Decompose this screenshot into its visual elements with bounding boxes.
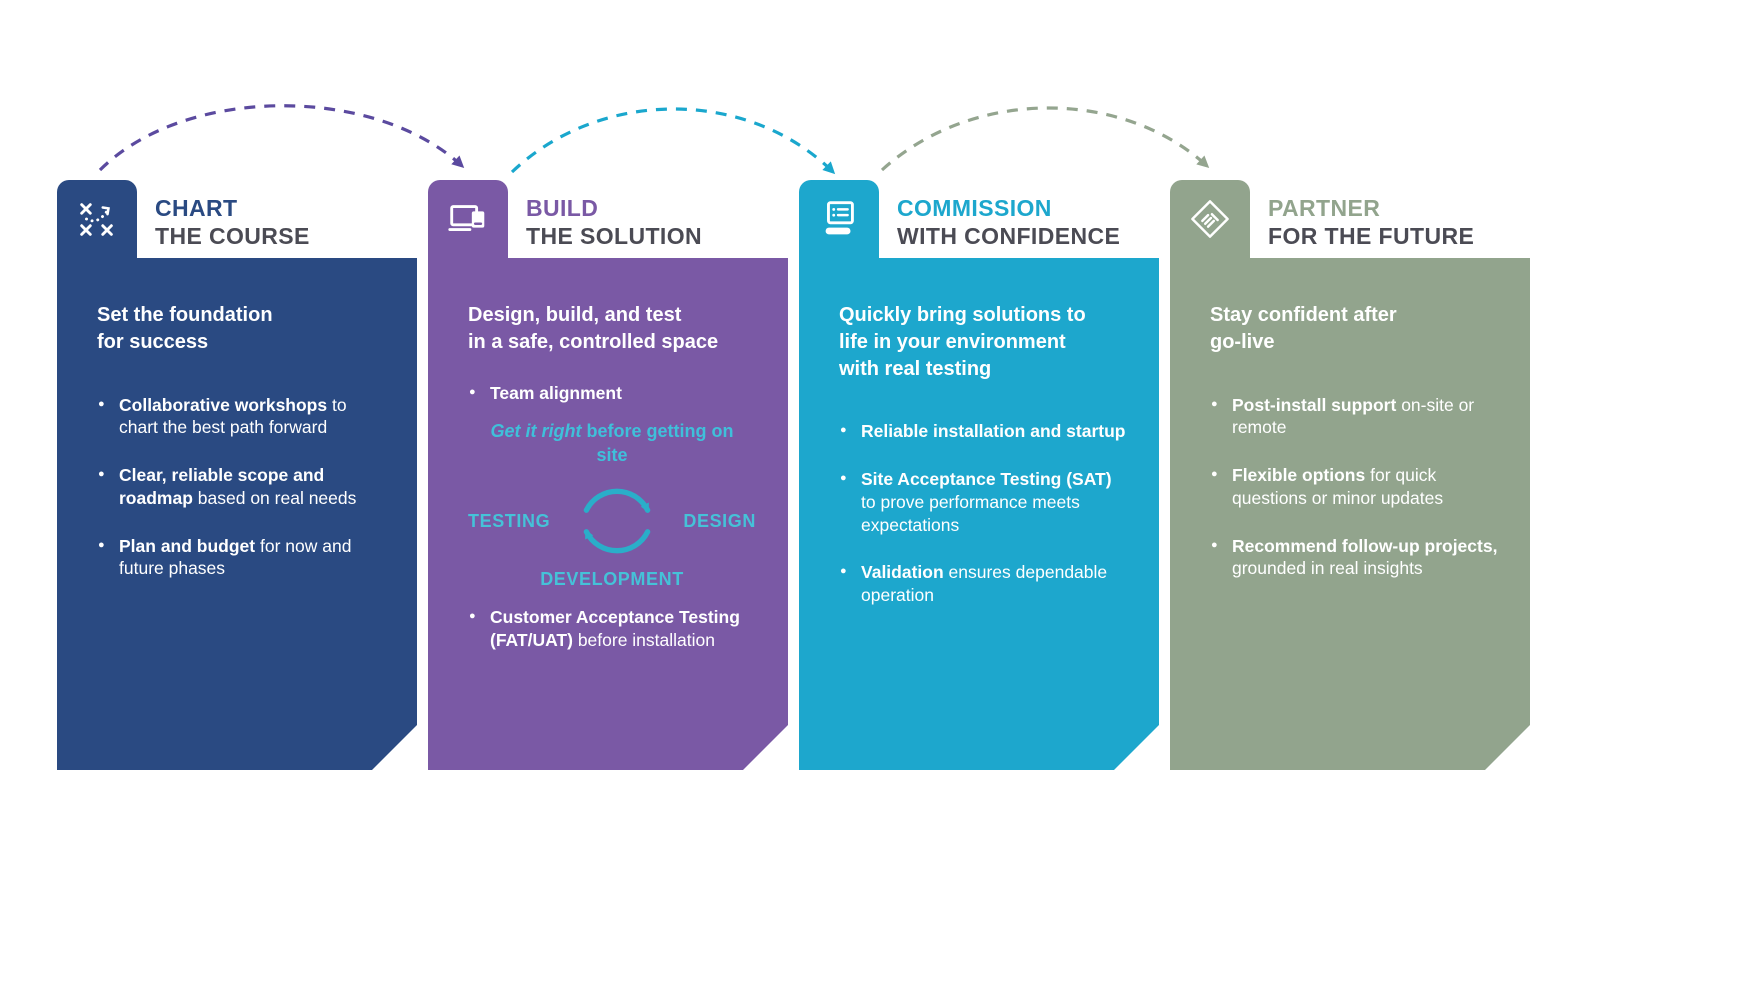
connector-arcs bbox=[98, 104, 1210, 175]
phase-heading: Design, build, and test in a safe, contr… bbox=[468, 302, 756, 356]
heading-line: with real testing bbox=[839, 357, 992, 380]
cycle-label-testing: TESTING bbox=[468, 510, 551, 531]
phase-title-line2: FOR THE FUTURE bbox=[1268, 223, 1475, 250]
bullet-item: Clear, reliable scope and roadmap based … bbox=[97, 464, 385, 510]
cycle-label-development: DEVELOPMENT bbox=[540, 569, 684, 590]
arc-build-to-commission bbox=[510, 107, 836, 175]
phase-heading: Set the foundation for success bbox=[97, 302, 385, 356]
bullet-bold: Customer Acceptance Testing (FAT/UAT) bbox=[490, 607, 740, 650]
bullet-bold: Plan and budget bbox=[119, 535, 256, 556]
cycle-label-design: DESIGN bbox=[683, 510, 756, 531]
commission-icon bbox=[825, 201, 854, 235]
bullet-bold: Recommend follow-up projects, bbox=[1232, 535, 1498, 556]
phase-card-chart-the-course: CHART THE COURSE Set the foundation for … bbox=[57, 180, 417, 770]
bullet-bold: Clear, reliable scope and roadmap bbox=[119, 465, 325, 508]
phase-card-partner-for-the-future: PARTNER FOR THE FUTURE Stay confident af… bbox=[1170, 180, 1530, 770]
phase-body-commission: Quickly bring solutions to life in your … bbox=[799, 258, 1159, 770]
phase-title-line1: COMMISSION bbox=[897, 195, 1052, 221]
bullet-rest: on-site or remote bbox=[1232, 394, 1475, 438]
phase-title-build: BUILD THE SOLUTION bbox=[526, 194, 702, 250]
bullet-item: Site Acceptance Testing (SAT) to prove p… bbox=[839, 468, 1127, 536]
heading-line: Design, build, and test bbox=[468, 304, 682, 326]
bullet-bold: Validation bbox=[861, 562, 944, 583]
heading-line: Stay confident after bbox=[1210, 304, 1397, 326]
bullet-rest: grounded in real insights bbox=[1232, 558, 1423, 579]
phase-body-chart: Set the foundation for success Collabora… bbox=[57, 258, 417, 770]
phase-title-line2: THE SOLUTION bbox=[526, 223, 703, 250]
phase-title-commission: COMMISSION WITH CONFIDENCE bbox=[897, 194, 1120, 250]
callout-rest: before getting on site bbox=[586, 421, 734, 465]
arc-chart-to-build bbox=[98, 104, 465, 172]
bullet-bold: Collaborative workshops bbox=[119, 394, 328, 415]
phase-tab-partner bbox=[1170, 180, 1250, 258]
bullet-item: Team alignment bbox=[468, 382, 756, 405]
heading-line: in a safe, controlled space bbox=[468, 330, 719, 353]
heading-line: Quickly bring solutions to bbox=[839, 304, 1086, 326]
bullet-rest: for quick questions or minor updates bbox=[1232, 465, 1444, 508]
phase-title-line1: PARTNER bbox=[1268, 195, 1381, 221]
bullet-rest: ensures dependable operation bbox=[861, 562, 1108, 606]
phase-title-line2: THE COURSE bbox=[155, 223, 310, 250]
heading-line: for success bbox=[97, 330, 209, 353]
build-icon bbox=[448, 205, 485, 231]
bullet-bold: Site Acceptance Testing (SAT) bbox=[861, 469, 1112, 490]
bullet-rest: based on real needs bbox=[197, 487, 357, 508]
cycle-arrows-icon bbox=[563, 469, 671, 573]
phase-title-chart: CHART THE COURSE bbox=[155, 194, 310, 250]
bullet-bold: Flexible options bbox=[1232, 465, 1366, 486]
phase-card-build-the-solution: BUILD THE SOLUTION Design, build, and te… bbox=[428, 180, 788, 770]
bullet-item: Reliable installation and startup bbox=[839, 420, 1127, 443]
bullet-bold: Team alignment bbox=[490, 382, 622, 403]
phase-cards-row: CHART THE COURSE Set the foundation for … bbox=[57, 180, 1530, 770]
arc-commission-to-partner bbox=[880, 106, 1210, 172]
phase-heading: Stay confident after go-live bbox=[1210, 302, 1498, 356]
bullet-rest: for now and future phases bbox=[119, 535, 352, 579]
heading-line: go-live bbox=[1210, 330, 1275, 353]
phase-card-commission-with-confidence: COMMISSION WITH CONFIDENCE Quickly bring… bbox=[799, 180, 1159, 770]
build-callout: Get it right before getting on site bbox=[474, 420, 750, 467]
bullet-item: Flexible options for quick questions or … bbox=[1210, 464, 1498, 510]
phase-title-line2: WITH CONFIDENCE bbox=[897, 223, 1121, 250]
design-cycle: TESTING DESIGN bbox=[468, 469, 756, 573]
handshake-icon bbox=[1191, 200, 1229, 238]
phase-tab-commission bbox=[799, 180, 879, 258]
strategy-icon bbox=[80, 203, 113, 236]
bullet-item: Post-install support on-site or remote bbox=[1210, 394, 1498, 440]
phase-body-partner: Stay confident after go-live Post-instal… bbox=[1170, 258, 1530, 770]
heading-line: life in your environment bbox=[839, 330, 1066, 353]
bullet-item: Recommend follow-up projects, grounded i… bbox=[1210, 535, 1498, 581]
bullet-rest: to prove performance meets expectations bbox=[861, 491, 1080, 535]
bullet-bold: Reliable installation and startup bbox=[861, 421, 1126, 442]
phase-title-line1: BUILD bbox=[526, 195, 599, 221]
cycle-arc-top bbox=[586, 491, 647, 510]
phase-title-line1: CHART bbox=[155, 195, 238, 221]
phase-tab-chart bbox=[57, 180, 137, 258]
bullet-rest: before installation bbox=[577, 629, 715, 650]
bullet-item: Validation ensures dependable operation bbox=[839, 561, 1127, 607]
bullet-item: Customer Acceptance Testing (FAT/UAT) be… bbox=[468, 606, 756, 652]
bullet-rest: to chart the best path forward bbox=[119, 394, 347, 438]
phase-tab-build bbox=[428, 180, 508, 258]
bullet-bold: Post-install support bbox=[1232, 394, 1397, 415]
bullet-item: Plan and budget for now and future phase… bbox=[97, 535, 385, 581]
cycle-arc-bottom bbox=[586, 532, 647, 551]
phase-body-build: Design, build, and test in a safe, contr… bbox=[428, 258, 788, 770]
callout-italic: Get it right bbox=[490, 421, 582, 442]
bullet-item: Collaborative workshops to chart the bes… bbox=[97, 394, 385, 440]
phase-heading: Quickly bring solutions to life in your … bbox=[839, 302, 1127, 382]
heading-line: Set the foundation bbox=[97, 304, 273, 326]
phase-title-partner: PARTNER FOR THE FUTURE bbox=[1268, 194, 1474, 250]
